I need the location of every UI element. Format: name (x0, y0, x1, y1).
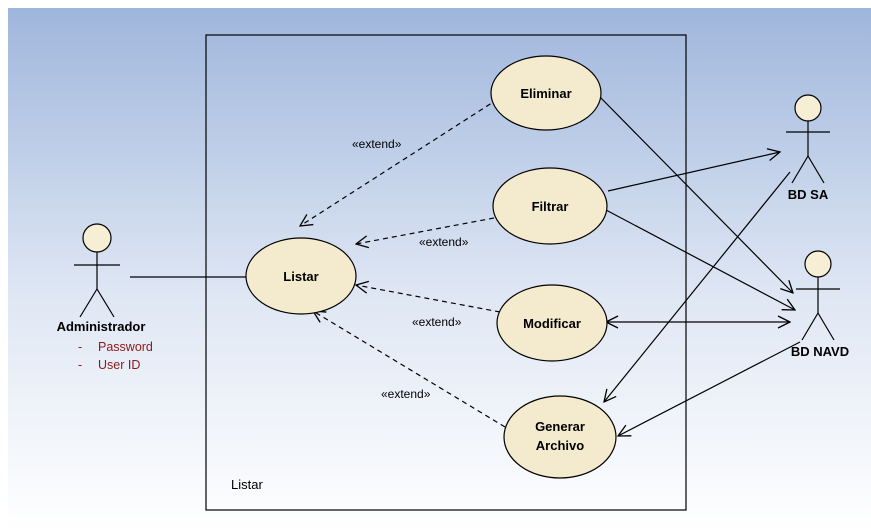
extend-generar-listar[interactable] (313, 311, 506, 428)
usecase-modificar[interactable]: Modificar (496, 284, 608, 362)
diagram-background (8, 8, 871, 531)
association-bdsa-generar[interactable] (604, 171, 791, 402)
actor-bd-navd-head-icon (804, 250, 832, 278)
usecase-generar-label-line2: Archivo (536, 438, 584, 453)
system-boundary[interactable]: Listar (205, 34, 687, 511)
actor-administrador[interactable]: Administrador - Password - User ID (57, 223, 153, 372)
actor-attribute-dash: - (78, 358, 82, 372)
usecase-listar-label: Listar (283, 269, 318, 284)
actor-bd-navd[interactable]: BD NAVD (791, 250, 849, 359)
usecase-eliminar-label: Eliminar (520, 86, 571, 101)
stereotype-extend-filtrar: «extend» (419, 235, 469, 249)
usecase-filtrar-label: Filtrar (532, 199, 569, 214)
actor-administrador-label: Administrador (57, 319, 146, 334)
stereotype-extend-modificar: «extend» (412, 315, 462, 329)
usecase-listar[interactable]: Listar (245, 237, 357, 315)
actor-bd-navd-label: BD NAVD (791, 344, 849, 359)
usecase-generar-archivo[interactable]: Generar Archivo (503, 395, 617, 479)
actor-bd-sa[interactable]: BD SA (786, 94, 830, 202)
stereotype-extend-generar: «extend» (381, 387, 431, 401)
actor-attribute-dash: - (78, 340, 82, 354)
actor-administrador-head-icon (82, 223, 112, 253)
actor-bd-sa-head-icon (794, 94, 822, 122)
system-boundary-title: Listar (231, 477, 263, 492)
actor-bd-sa-label: BD SA (788, 187, 829, 202)
usecase-eliminar[interactable]: Eliminar (490, 55, 602, 131)
association-bdnavd-generar[interactable] (618, 341, 801, 436)
association-eliminar-bdnavd[interactable] (597, 94, 793, 293)
association-filtrar-bdsa[interactable] (607, 152, 780, 192)
actor-attribute-password: Password (98, 340, 153, 354)
extend-eliminar-listar[interactable] (300, 98, 499, 226)
extend-modificar-listar[interactable] (356, 285, 501, 313)
usecase-modificar-label: Modificar (523, 316, 581, 331)
actor-attribute-userid: User ID (98, 358, 140, 372)
stereotype-extend-eliminar: «extend» (352, 137, 402, 151)
extend-filtrar-listar[interactable] (356, 217, 495, 244)
association-filtrar-bdnavd[interactable] (605, 209, 795, 310)
usecase-generar-label-line1: Generar (535, 419, 585, 434)
usecase-filtrar[interactable]: Filtrar (492, 167, 608, 245)
